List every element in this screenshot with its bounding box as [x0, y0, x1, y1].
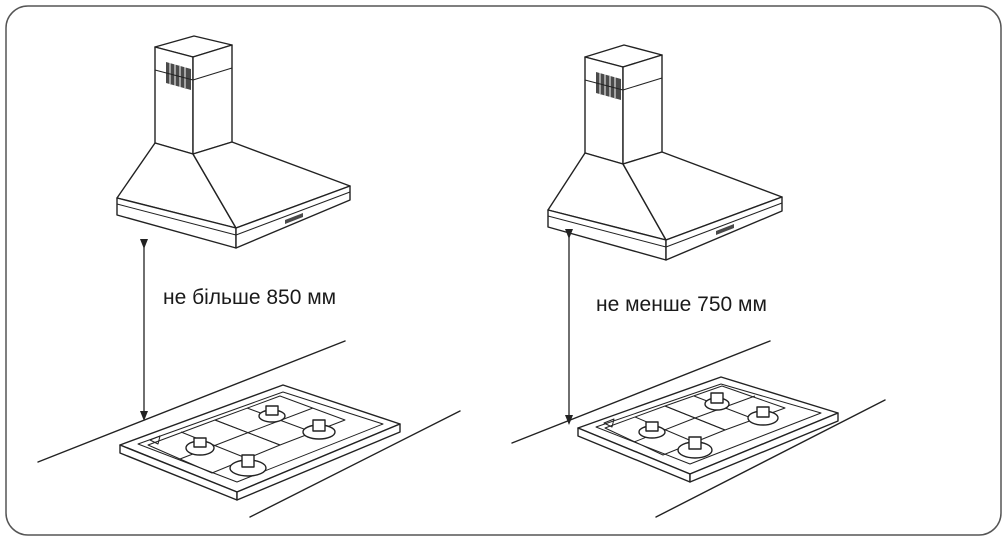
left-cooktop: [119, 384, 401, 501]
right-counter-front-edge: [655, 399, 886, 518]
right-cooktop: [577, 376, 839, 483]
diagram-border: [5, 5, 1002, 536]
left-counter-back-edge: [37, 340, 346, 463]
right-distance-label: не менше 750 мм: [596, 293, 767, 316]
right-counter-back-edge: [511, 340, 771, 444]
left-counter-front-edge: [249, 410, 461, 518]
left-distance-label: не більше 850 мм: [163, 286, 336, 309]
right-hood: [547, 44, 783, 261]
left-hood: [116, 35, 351, 249]
